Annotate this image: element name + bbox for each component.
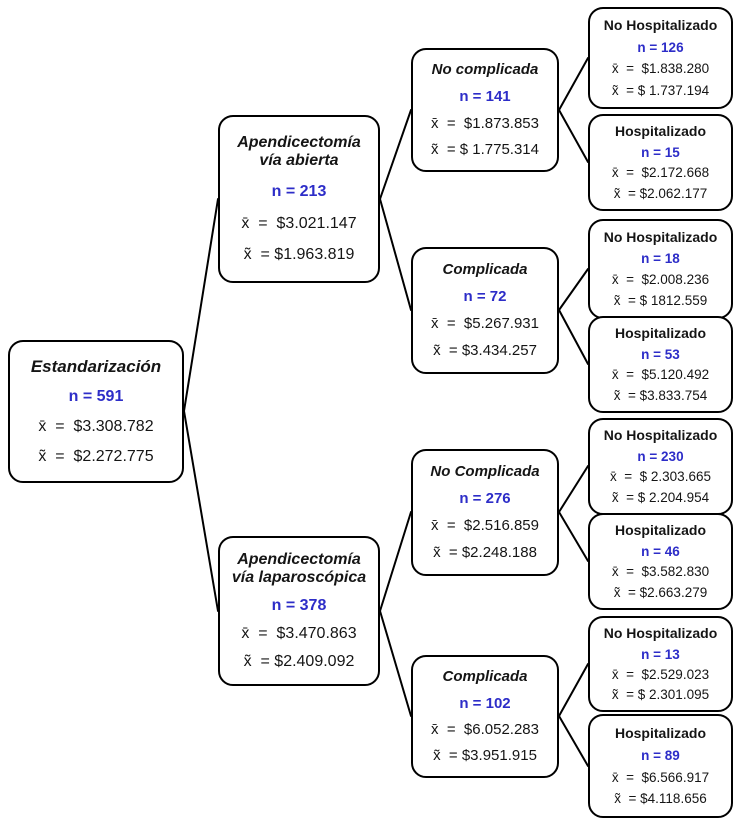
edge-lap-c-h [558, 715, 589, 767]
edge-lap-nc-h [558, 511, 589, 562]
node-median: x̃ = $2.062.177 [613, 185, 708, 201]
node-mean: x̄ = $3.582.830 [611, 564, 710, 580]
edge-lap-nc-nh [558, 465, 589, 513]
node-n-count: n = 53 [641, 347, 680, 363]
edge-open-c-nh [558, 268, 589, 311]
node-title: Hospitalizado [614, 123, 706, 140]
node-median: x̃ = $2.409.092 [243, 652, 355, 670]
node-lap-nc-hospitalizado: Hospitalizado n = 46 x̄ = $3.582.830 x̃ … [588, 513, 733, 610]
node-median: x̃ = $ 2.301.095 [611, 686, 710, 702]
node-open-nc-hospitalizado: Hospitalizado n = 15 x̄ = $2.172.668 x̃ … [588, 114, 733, 211]
node-median: x̃ = $3.951.915 [433, 746, 537, 764]
edge-open-nc-h [558, 109, 589, 163]
node-mean: x̄ = $6.566.917 [611, 769, 710, 785]
node-lap-complicada: Complicada n = 102 x̄ = $6.052.283 x̃ = … [411, 655, 559, 778]
node-mean: x̄ = $3.308.782 [38, 417, 154, 435]
node-n-count: n = 89 [641, 747, 680, 763]
node-title: Complicada [442, 668, 528, 686]
node-median: x̃ = $2.248.188 [433, 544, 537, 562]
node-n-count: n = 15 [641, 145, 680, 161]
node-apendicectomia-laparoscopica: Apendicectomía vía laparoscópica n = 378… [218, 536, 380, 686]
node-mean: x̄ = $1.838.280 [611, 61, 710, 77]
node-median: x̃ = $4.118.656 [614, 791, 707, 807]
node-mean: x̄ = $2.529.023 [611, 666, 710, 682]
node-n-count: n = 276 [459, 490, 511, 508]
node-n-count: n = 213 [271, 183, 327, 201]
node-mean: x̄ = $2.008.236 [611, 272, 710, 288]
node-n-count: n = 378 [271, 596, 327, 614]
node-mean: x̄ = $3.021.147 [241, 214, 357, 232]
node-title: Hospitalizado [614, 724, 706, 741]
node-title: Apendicectomía vía abierta [237, 133, 361, 169]
node-mean: x̄ = $1.873.853 [430, 114, 539, 132]
edge-root-open [183, 198, 219, 412]
node-median: x̃ = $ 1.737.194 [611, 82, 710, 98]
node-title: No complicada [431, 61, 539, 79]
node-title: No Hospitalizado [603, 625, 718, 642]
edge-open-nc [379, 109, 412, 200]
node-lap-no-complicada: No Complicada n = 276 x̄ = $2.516.859 x̃… [411, 449, 559, 576]
node-open-c-no-hospitalizado: No Hospitalizado n = 18 x̄ = $2.008.236 … [588, 219, 733, 319]
node-open-complicada: Complicada n = 72 x̄ = $5.267.931 x̃ = $… [411, 247, 559, 374]
edge-lap-nc [379, 511, 412, 612]
node-median: x̃ = $ 1812.559 [613, 293, 708, 309]
edge-open-nc-nh [558, 57, 589, 111]
node-title: Apendicectomía vía laparoscópica [231, 551, 367, 586]
node-mean: x̄ = $5.267.931 [430, 315, 539, 333]
node-apendicectomia-abierta: Apendicectomía vía abierta n = 213 x̄ = … [218, 115, 380, 283]
node-title: Hospitalizado [614, 522, 706, 539]
node-open-nc-no-hospitalizado: No Hospitalizado n = 126 x̄ = $1.838.280… [588, 7, 733, 109]
node-mean: x̄ = $3.470.863 [241, 624, 357, 642]
node-n-count: n = 126 [637, 40, 684, 56]
node-lap-c-no-hospitalizado: No Hospitalizado n = 13 x̄ = $2.529.023 … [588, 616, 733, 712]
node-open-no-complicada: No complicada n = 141 x̄ = $1.873.853 x̃… [411, 48, 559, 172]
node-mean: x̄ = $5.120.492 [611, 367, 710, 383]
edge-open-c-h [558, 309, 589, 365]
node-n-count: n = 18 [641, 251, 680, 267]
edge-root-lap [183, 410, 219, 612]
node-lap-c-hospitalizado: Hospitalizado n = 89 x̄ = $6.566.917 x̃ … [588, 714, 733, 818]
node-lap-nc-no-hospitalizado: No Hospitalizado n = 230 x̄ = $ 2.303.66… [588, 418, 733, 515]
node-title: Estandarización [30, 356, 162, 376]
edge-lap-c [379, 610, 412, 717]
node-median: x̃ = $ 1.775.314 [430, 140, 539, 158]
node-mean: x̄ = $2.516.859 [430, 517, 539, 535]
node-n-count: n = 230 [637, 449, 684, 465]
node-n-count: n = 141 [459, 88, 511, 106]
node-median: x̃ = $ 2.204.954 [611, 489, 710, 505]
node-n-count: n = 102 [459, 694, 511, 712]
node-median: x̃ = $2.272.775 [38, 447, 154, 465]
node-title: No Hospitalizado [603, 427, 718, 444]
node-mean: x̄ = $2.172.668 [611, 165, 710, 181]
node-n-count: n = 13 [641, 646, 680, 662]
node-title: Hospitalizado [614, 325, 706, 342]
node-mean: x̄ = $6.052.283 [430, 720, 539, 738]
node-n-count: n = 72 [463, 288, 507, 306]
node-open-c-hospitalizado: Hospitalizado n = 53 x̄ = $5.120.492 x̃ … [588, 316, 733, 413]
node-median: x̃ = $3.833.754 [613, 387, 708, 403]
node-title: No Hospitalizado [603, 17, 718, 34]
edge-lap-c-nh [558, 663, 589, 717]
node-mean: x̄ = $ 2.303.665 [610, 469, 711, 485]
node-estandarizacion: Estandarización n = 591 x̄ = $3.308.782 … [8, 340, 184, 483]
node-title: No Complicada [430, 462, 540, 480]
node-median: x̃ = $3.434.257 [433, 342, 537, 360]
node-n-count: n = 46 [641, 544, 680, 560]
node-n-count: n = 591 [68, 388, 124, 405]
node-median: x̃ = $2.663.279 [613, 584, 708, 600]
node-title: No Hospitalizado [603, 228, 718, 245]
edge-open-c [379, 198, 412, 311]
node-median: x̃ = $1.963.819 [243, 246, 355, 264]
node-title: Complicada [442, 260, 528, 278]
